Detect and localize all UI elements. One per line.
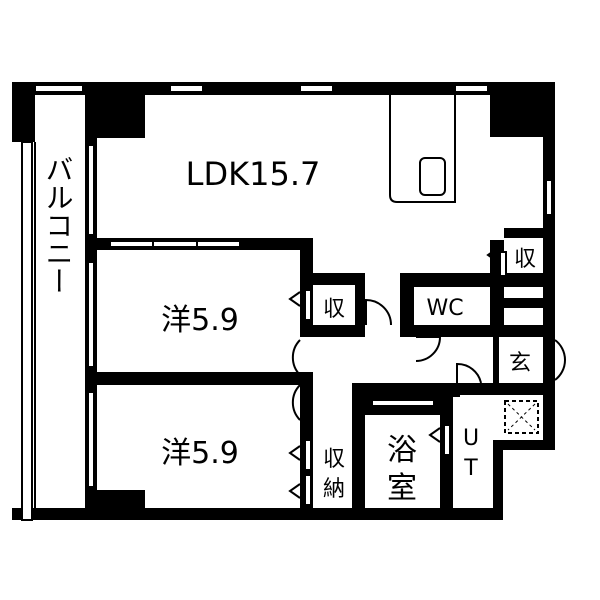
windows [34,84,553,488]
room-label-ldk: LDK15.7 [186,155,321,193]
room-label-balcony: バルコニー [42,155,75,295]
room-label-entrance: 玄 [509,351,531,376]
room-label-western-2: 洋5.9 [161,436,239,471]
storage-label-room2-2: 納 [323,477,345,502]
room-label-bath-2: 室 [387,471,417,506]
kitchen-counter [389,95,456,203]
walls [12,82,555,520]
room-label-wc: WC [426,296,463,321]
storage-label-room2-1: 収 [323,447,345,472]
storage-label-room1: 収 [323,297,345,322]
room-label-ut-2: T [463,456,478,481]
storage-label-ldk: 収 [514,247,536,272]
balcony [21,141,36,521]
room-label-ut-1: U [463,426,479,451]
room-label-western-1: 洋5.9 [161,303,239,338]
room-label-bath-1: 浴 [387,433,417,468]
doors [288,247,566,506]
washer-pan-icon [504,400,539,434]
